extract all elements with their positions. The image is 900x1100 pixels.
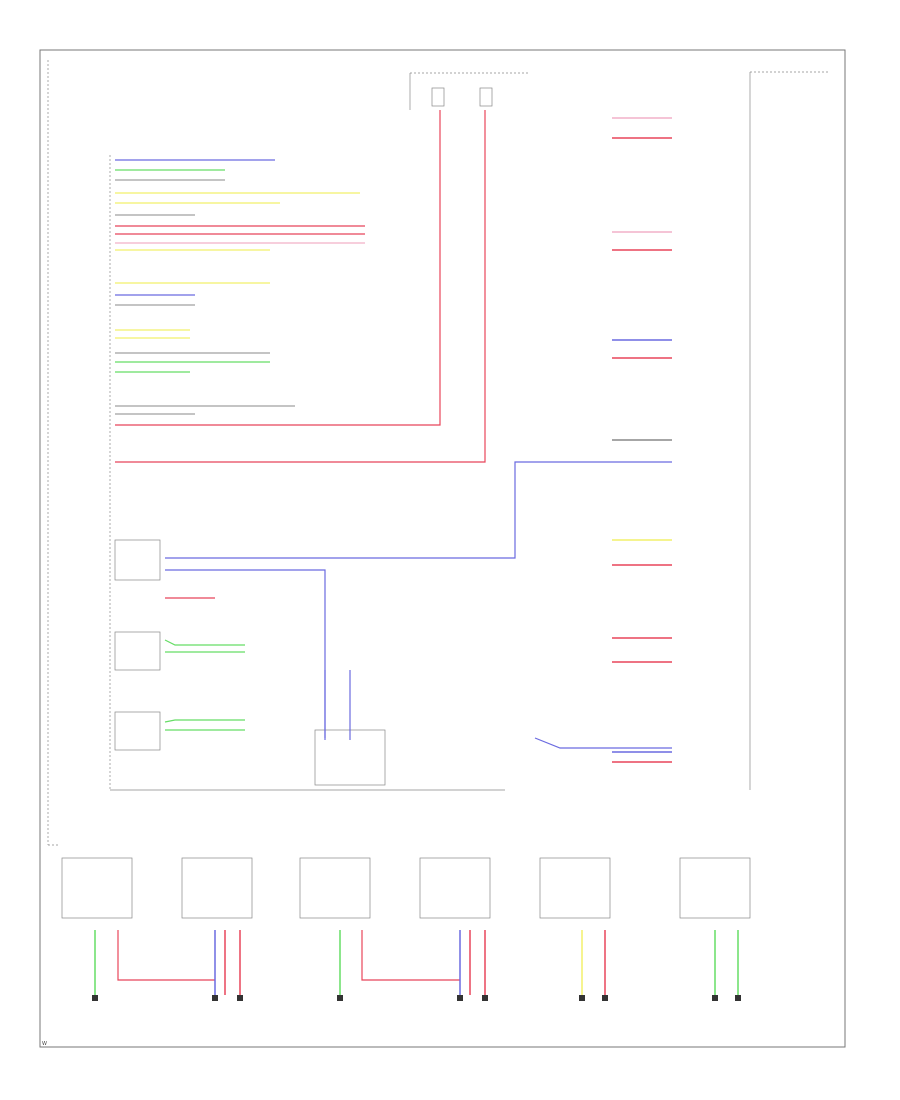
- fuse-1: [431, 87, 445, 107]
- bottom-relays: [61, 857, 751, 919]
- bottom-wire-3b: [361, 930, 460, 981]
- bottom-relay-1: [61, 857, 133, 919]
- ground-terminal-8: [602, 995, 608, 1001]
- bottom-relay-4: [419, 857, 491, 919]
- wire-row-21-to-fuse: [115, 110, 441, 426]
- module-3-wire-a: [164, 719, 245, 723]
- fuse-2: [479, 87, 493, 107]
- ground-terminal-2: [212, 995, 218, 1001]
- main-module: [109, 155, 505, 791]
- module-1: [114, 539, 161, 581]
- ground-terminal-10: [735, 995, 741, 1001]
- lower-left-modules: [114, 539, 326, 751]
- wire-row-22-to-fuse: [115, 110, 486, 463]
- ground-terminal-5: [457, 995, 463, 1001]
- right-relay-wires: [165, 117, 672, 763]
- module-1-wire-a: [165, 569, 326, 738]
- ground-terminal-4: [337, 995, 343, 1001]
- fuse-block: [409, 72, 530, 110]
- bottom-relay-6: [679, 857, 751, 919]
- relay4-wire-b: [165, 461, 672, 559]
- bottom-relay-wires: [94, 930, 739, 995]
- ground-terminals: [92, 995, 741, 1001]
- ground-terminal-3: [237, 995, 243, 1001]
- diagram-footer-code: W: [42, 1041, 47, 1047]
- diagram-frame: [39, 49, 846, 1048]
- right-relays: [749, 71, 828, 790]
- ground-terminal-7: [579, 995, 585, 1001]
- bottom-relay-3: [299, 857, 371, 919]
- main-module-wires: [115, 110, 486, 463]
- center-switch: [314, 670, 386, 786]
- module-2-wire-a: [164, 639, 245, 646]
- bottom-relay-5: [539, 857, 611, 919]
- bottom-wire-1b: [117, 930, 215, 981]
- ground-terminal-6: [482, 995, 488, 1001]
- ground-terminal-1: [92, 995, 98, 1001]
- module-3: [114, 711, 161, 751]
- relay7-wire-a: [534, 737, 672, 749]
- ground-terminal-9: [712, 995, 718, 1001]
- bottom-relay-2: [181, 857, 253, 919]
- module-2: [114, 631, 161, 671]
